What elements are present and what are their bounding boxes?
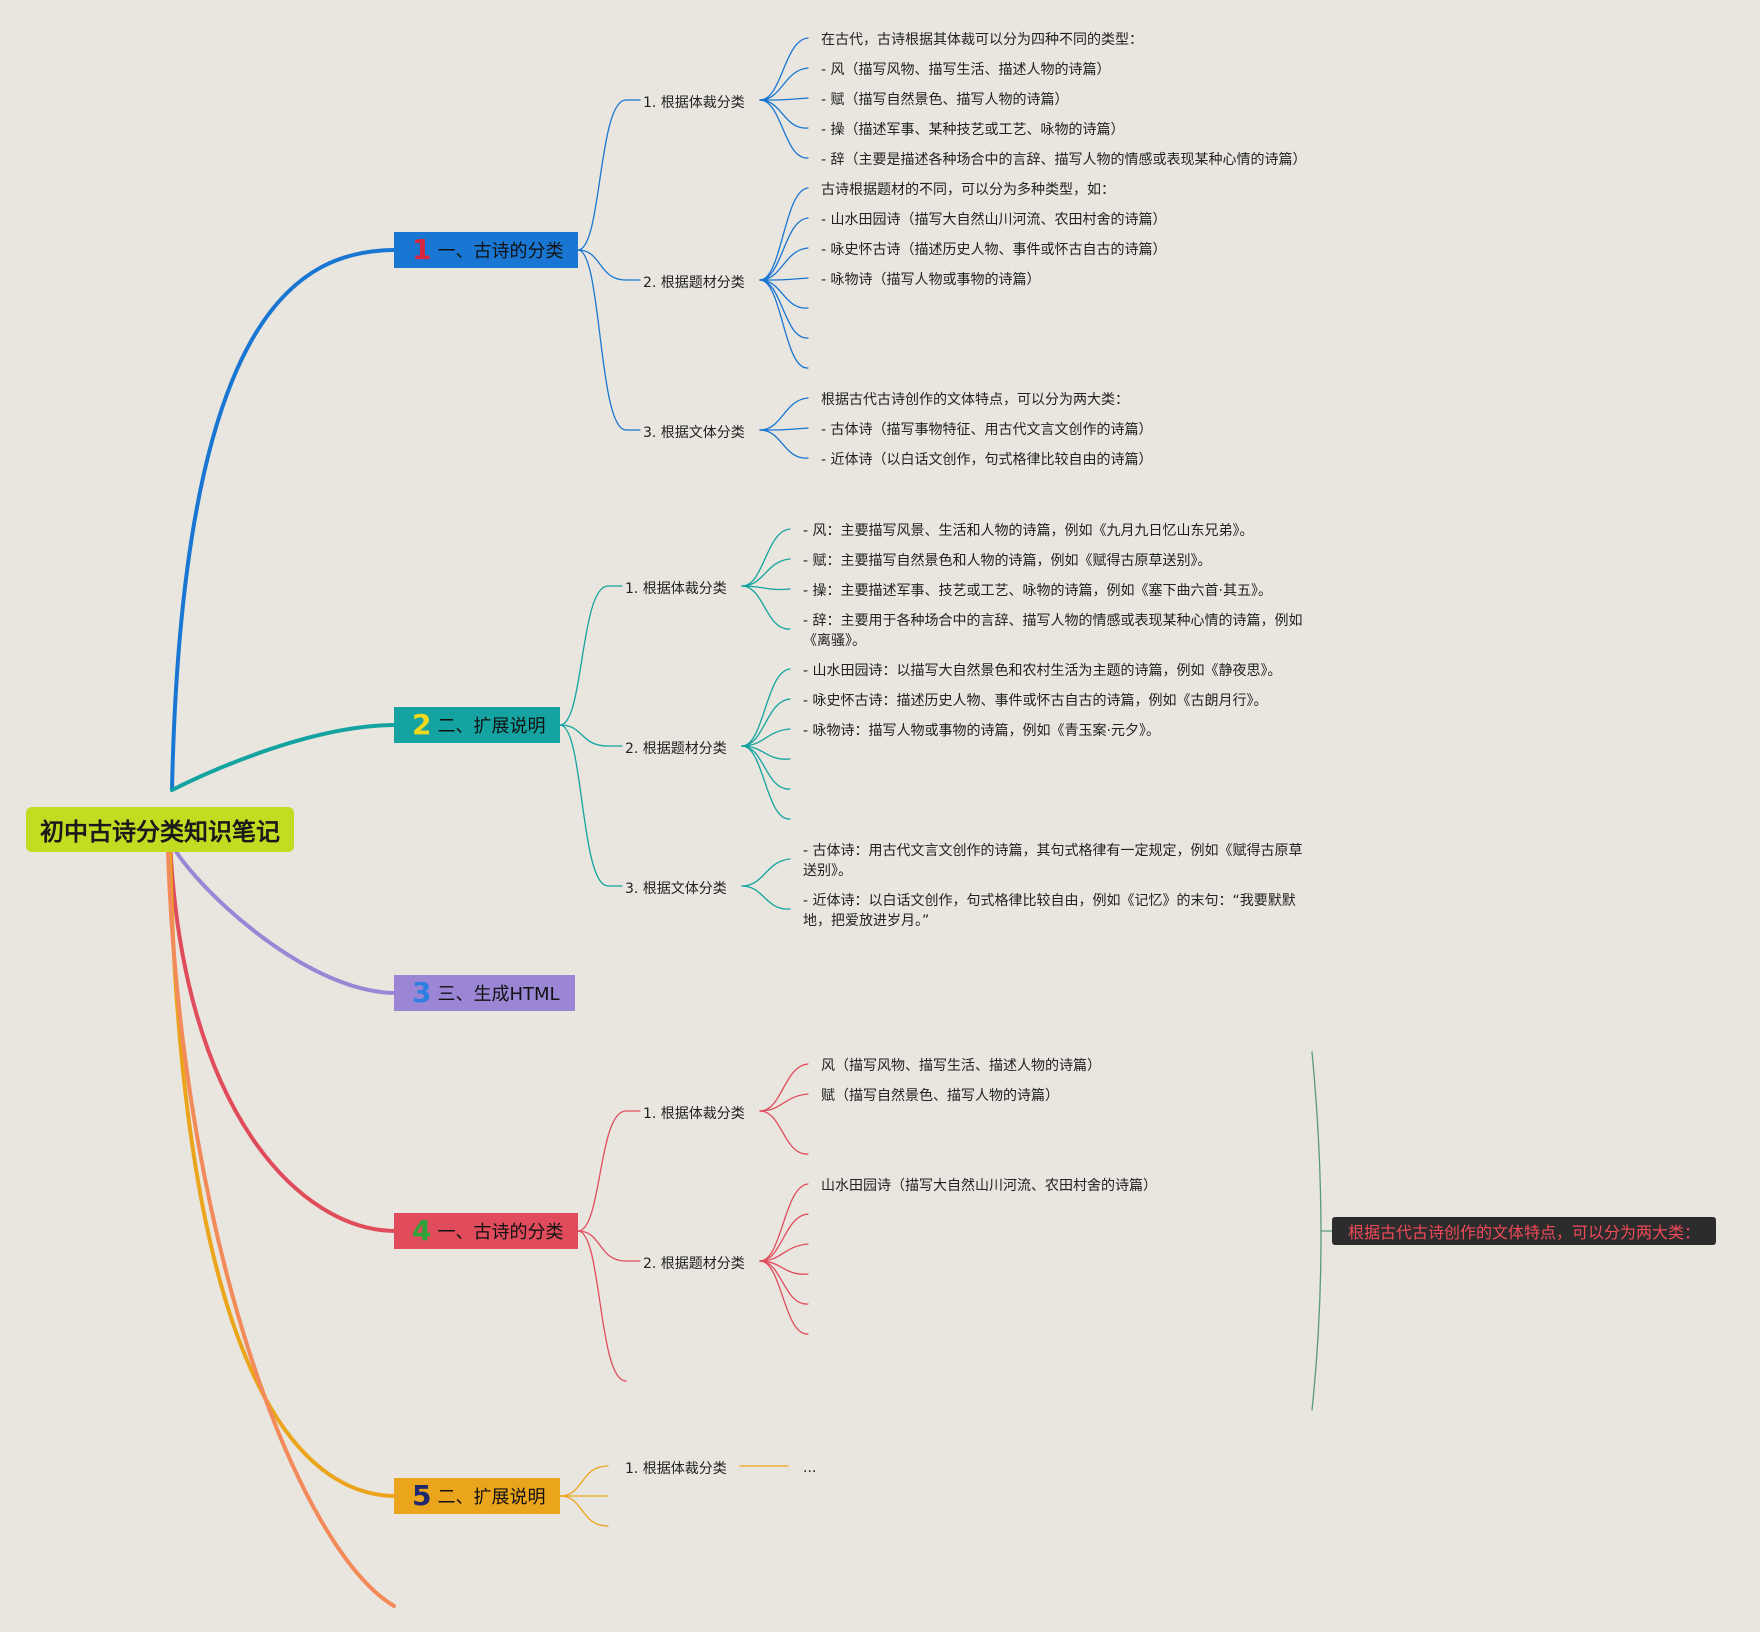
topic-2-label: 二、扩展说明 (437, 716, 546, 737)
t1s1-leaf-link-5 (759, 99, 809, 159)
root-link-1 (170, 248, 398, 792)
t4s1-leaf-link-1 (759, 1063, 809, 1112)
t1-sub-link-2 (577, 249, 627, 281)
t1s3-leaf-link-1 (759, 397, 809, 431)
topic-5-number: 5 (412, 1479, 432, 1512)
topic-1-number: 1 (412, 233, 432, 266)
t4s2-leaf-link-6 (759, 1260, 809, 1335)
topic-4-number: 4 (412, 1214, 432, 1247)
t2s2-leaf-link-5 (741, 745, 791, 790)
topic-2-sub-2-leaf-2: - 咏史怀古诗：描述历史人物、事件或怀古自古的诗篇，例如《古朗月行》。 (803, 693, 1268, 709)
t2s3-leaf-link-1 (741, 858, 791, 887)
topic-4-label: 一、古诗的分类 (437, 1222, 564, 1243)
t2s1-leaf-link-4 (741, 585, 791, 630)
topic-2-node[interactable]: 2 二、扩展说明 (394, 707, 560, 743)
topic-5-label: 二、扩展说明 (437, 1487, 546, 1508)
topic-1-sub-2-leaf-4: - 咏物诗（描写人物或事物的诗篇） (821, 272, 1041, 288)
root-topic[interactable]: 初中古诗分类知识笔记 (26, 807, 294, 852)
t4s2-leaf-link-5 (759, 1260, 809, 1305)
floating-topic-callout[interactable]: 根据古代古诗创作的文体特点，可以分为两大类： (1332, 1217, 1716, 1245)
t4s1-leaf-link-2 (759, 1093, 809, 1112)
topic-1-sub-3-leaf-2: - 古体诗（描写事物特征、用古代文言文创作的诗篇） (821, 422, 1153, 438)
topic-1-sub-2-leaf-2: - 山水田园诗（描写大自然山川河流、农田村舍的诗篇） (821, 212, 1167, 228)
t1s2-leaf-link-2 (759, 217, 809, 281)
root-link-5 (168, 850, 398, 1498)
topic-4-node[interactable]: 4 一、古诗的分类 (394, 1213, 578, 1249)
t4s1-leaf-link-3 (759, 1110, 809, 1155)
root-link-3 (168, 838, 398, 995)
topic-2-sub-1-leaf-4: - 辞：主要用于各种场合中的言辞、描写人物的情感或表现某种心情的诗篇，例如《离骚… (803, 613, 1303, 649)
t1-sub-link-1 (577, 99, 627, 251)
topic-4-sub-1-leaf-2: 赋（描写自然景色、描写人物的诗篇） (821, 1088, 1059, 1104)
topic-1-sub-1-leaf-4: - 操（描述军事、某种技艺或工艺、咏物的诗篇） (821, 122, 1125, 138)
topic-1-label: 一、古诗的分类 (437, 241, 564, 262)
t2-sub-link-3 (559, 724, 609, 887)
root-link-6 (166, 850, 396, 1608)
topic-1-sub-2-leaf-1: 古诗根据题材的不同，可以分为多种类型，如： (821, 182, 1115, 198)
t4s2-leaf-link-1 (759, 1183, 809, 1262)
topic-1-node[interactable]: 1 一、古诗的分类 (394, 232, 578, 268)
t2-sub-link-2 (559, 724, 609, 747)
topic-1-sub-3-leaf-3: - 近体诗（以白话文创作，句式格律比较自由的诗篇） (821, 452, 1153, 468)
topic-1-sub-2[interactable]: 2. 根据题材分类 (643, 275, 745, 291)
topic-1-sub-1-leaf-3: - 赋（描写自然景色、描写人物的诗篇） (821, 92, 1069, 108)
topic-1-sub-1[interactable]: 1. 根据体裁分类 (643, 95, 745, 111)
t1s3-leaf-link-3 (759, 429, 809, 459)
topic-1-sub-3-leaf-1: 根据古代古诗创作的文体特点，可以分为两大类： (821, 392, 1129, 408)
t1s1-leaf-link-1 (759, 37, 809, 101)
callout-bracket (1311, 1051, 1322, 1411)
topic-5-node[interactable]: 5 二、扩展说明 (394, 1478, 560, 1514)
t4-sub-link-2 (577, 1230, 627, 1262)
topic-4-sub-2[interactable]: 2. 根据题材分类 (643, 1256, 745, 1272)
topic-3-number: 3 (412, 976, 432, 1009)
topic-2-sub-1-leaf-2: - 赋：主要描写自然景色和人物的诗篇，例如《赋得古原草送别》。 (803, 553, 1212, 569)
t2s2-leaf-link-1 (741, 668, 791, 747)
topic-1-sub-3[interactable]: 3. 根据文体分类 (643, 425, 745, 441)
t5-sub-link-1 (559, 1465, 609, 1497)
t4s2-leaf-link-3 (759, 1243, 809, 1262)
t2s2-leaf-link-2 (741, 698, 791, 747)
t1s2-leaf-link-3 (759, 247, 809, 281)
topic-2-sub-3-leaf-2: - 近体诗：以白话文创作，句式格律比较自由，例如《记忆》的末句：“我要默默地，把… (803, 893, 1296, 929)
t2s1-leaf-link-1 (741, 528, 791, 587)
t1s1-leaf-link-4 (759, 99, 809, 129)
topic-4-sub-1-leaf-1: 风（描写风物、描写生活、描述人物的诗篇） (821, 1058, 1101, 1074)
topic-2-sub-1-leaf-3: - 操：主要描述军事、技艺或工艺、咏物的诗篇，例如《塞下曲六首·其五》。 (803, 583, 1272, 599)
t1s2-leaf-link-7 (759, 279, 809, 369)
t1-sub-link-3 (577, 249, 627, 431)
topic-4-sub-2-leaf-1: 山水田园诗（描写大自然山川河流、农田村舍的诗篇） (821, 1178, 1157, 1194)
topic-2-number: 2 (412, 708, 432, 741)
topic-3-node[interactable]: 3 三、生成HTML (394, 975, 575, 1011)
topic-3-label: 三、生成HTML (437, 984, 560, 1005)
t2s1-leaf-link-3 (741, 585, 791, 591)
t2-sub-link-1 (559, 585, 609, 726)
topic-2-sub-1[interactable]: 1. 根据体裁分类 (625, 581, 727, 597)
topic-2-sub-3[interactable]: 3. 根据文体分类 (625, 881, 727, 897)
t2s2-leaf-link-3 (741, 728, 791, 747)
t1s2-leaf-link-1 (759, 187, 809, 281)
t2s2-leaf-link-6 (741, 745, 791, 820)
topic-1-sub-1-leaf-2: - 风（描写风物、描写生活、描述人物的诗篇） (821, 62, 1111, 78)
t4s2-leaf-link-2 (759, 1213, 809, 1262)
t4-sub-link-1 (577, 1110, 627, 1232)
t4-sub-link-3 (577, 1230, 627, 1382)
topic-2-sub-3-leaf-1: - 古体诗：用古代文言文创作的诗篇，其句式格律有一定规定，例如《赋得古原草送别》… (803, 843, 1303, 879)
t5-sub-link-3 (559, 1495, 609, 1527)
root-link-4 (168, 838, 398, 1233)
t2s1-leaf-link-2 (741, 558, 791, 587)
topic-2-sub-2-leaf-1: - 山水田园诗：以描写大自然景色和农村生活为主题的诗篇，例如《静夜思》。 (803, 663, 1282, 679)
t2s3-leaf-link-2 (741, 885, 791, 910)
topic-2-sub-2[interactable]: 2. 根据题材分类 (625, 741, 727, 757)
topic-2-sub-1-leaf-1: - 风：主要描写风景、生活和人物的诗篇，例如《九月九日忆山东兄弟》。 (803, 523, 1254, 539)
topic-4-sub-1[interactable]: 1. 根据体裁分类 (643, 1106, 745, 1122)
topic-1-sub-1-leaf-1: 在古代，古诗根据其体裁可以分为四种不同的类型： (821, 32, 1143, 48)
topic-5-sub-1-leaf-1: ... (803, 1460, 817, 1476)
topic-2-sub-2-leaf-3: - 咏物诗：描写人物或事物的诗篇，例如《青玉案·元夕》。 (803, 723, 1160, 739)
t1s1-leaf-link-2 (759, 67, 809, 101)
topic-5-sub-1[interactable]: 1. 根据体裁分类 (625, 1461, 727, 1477)
topic-1-sub-2-leaf-3: - 咏史怀古诗（描述历史人物、事件或怀古自古的诗篇） (821, 242, 1167, 258)
root-link-2 (170, 723, 398, 792)
topic-1-sub-1-leaf-5: - 辞（主要是描述各种场合中的言辞、描写人物的情感或表现某种心情的诗篇） (821, 152, 1307, 168)
